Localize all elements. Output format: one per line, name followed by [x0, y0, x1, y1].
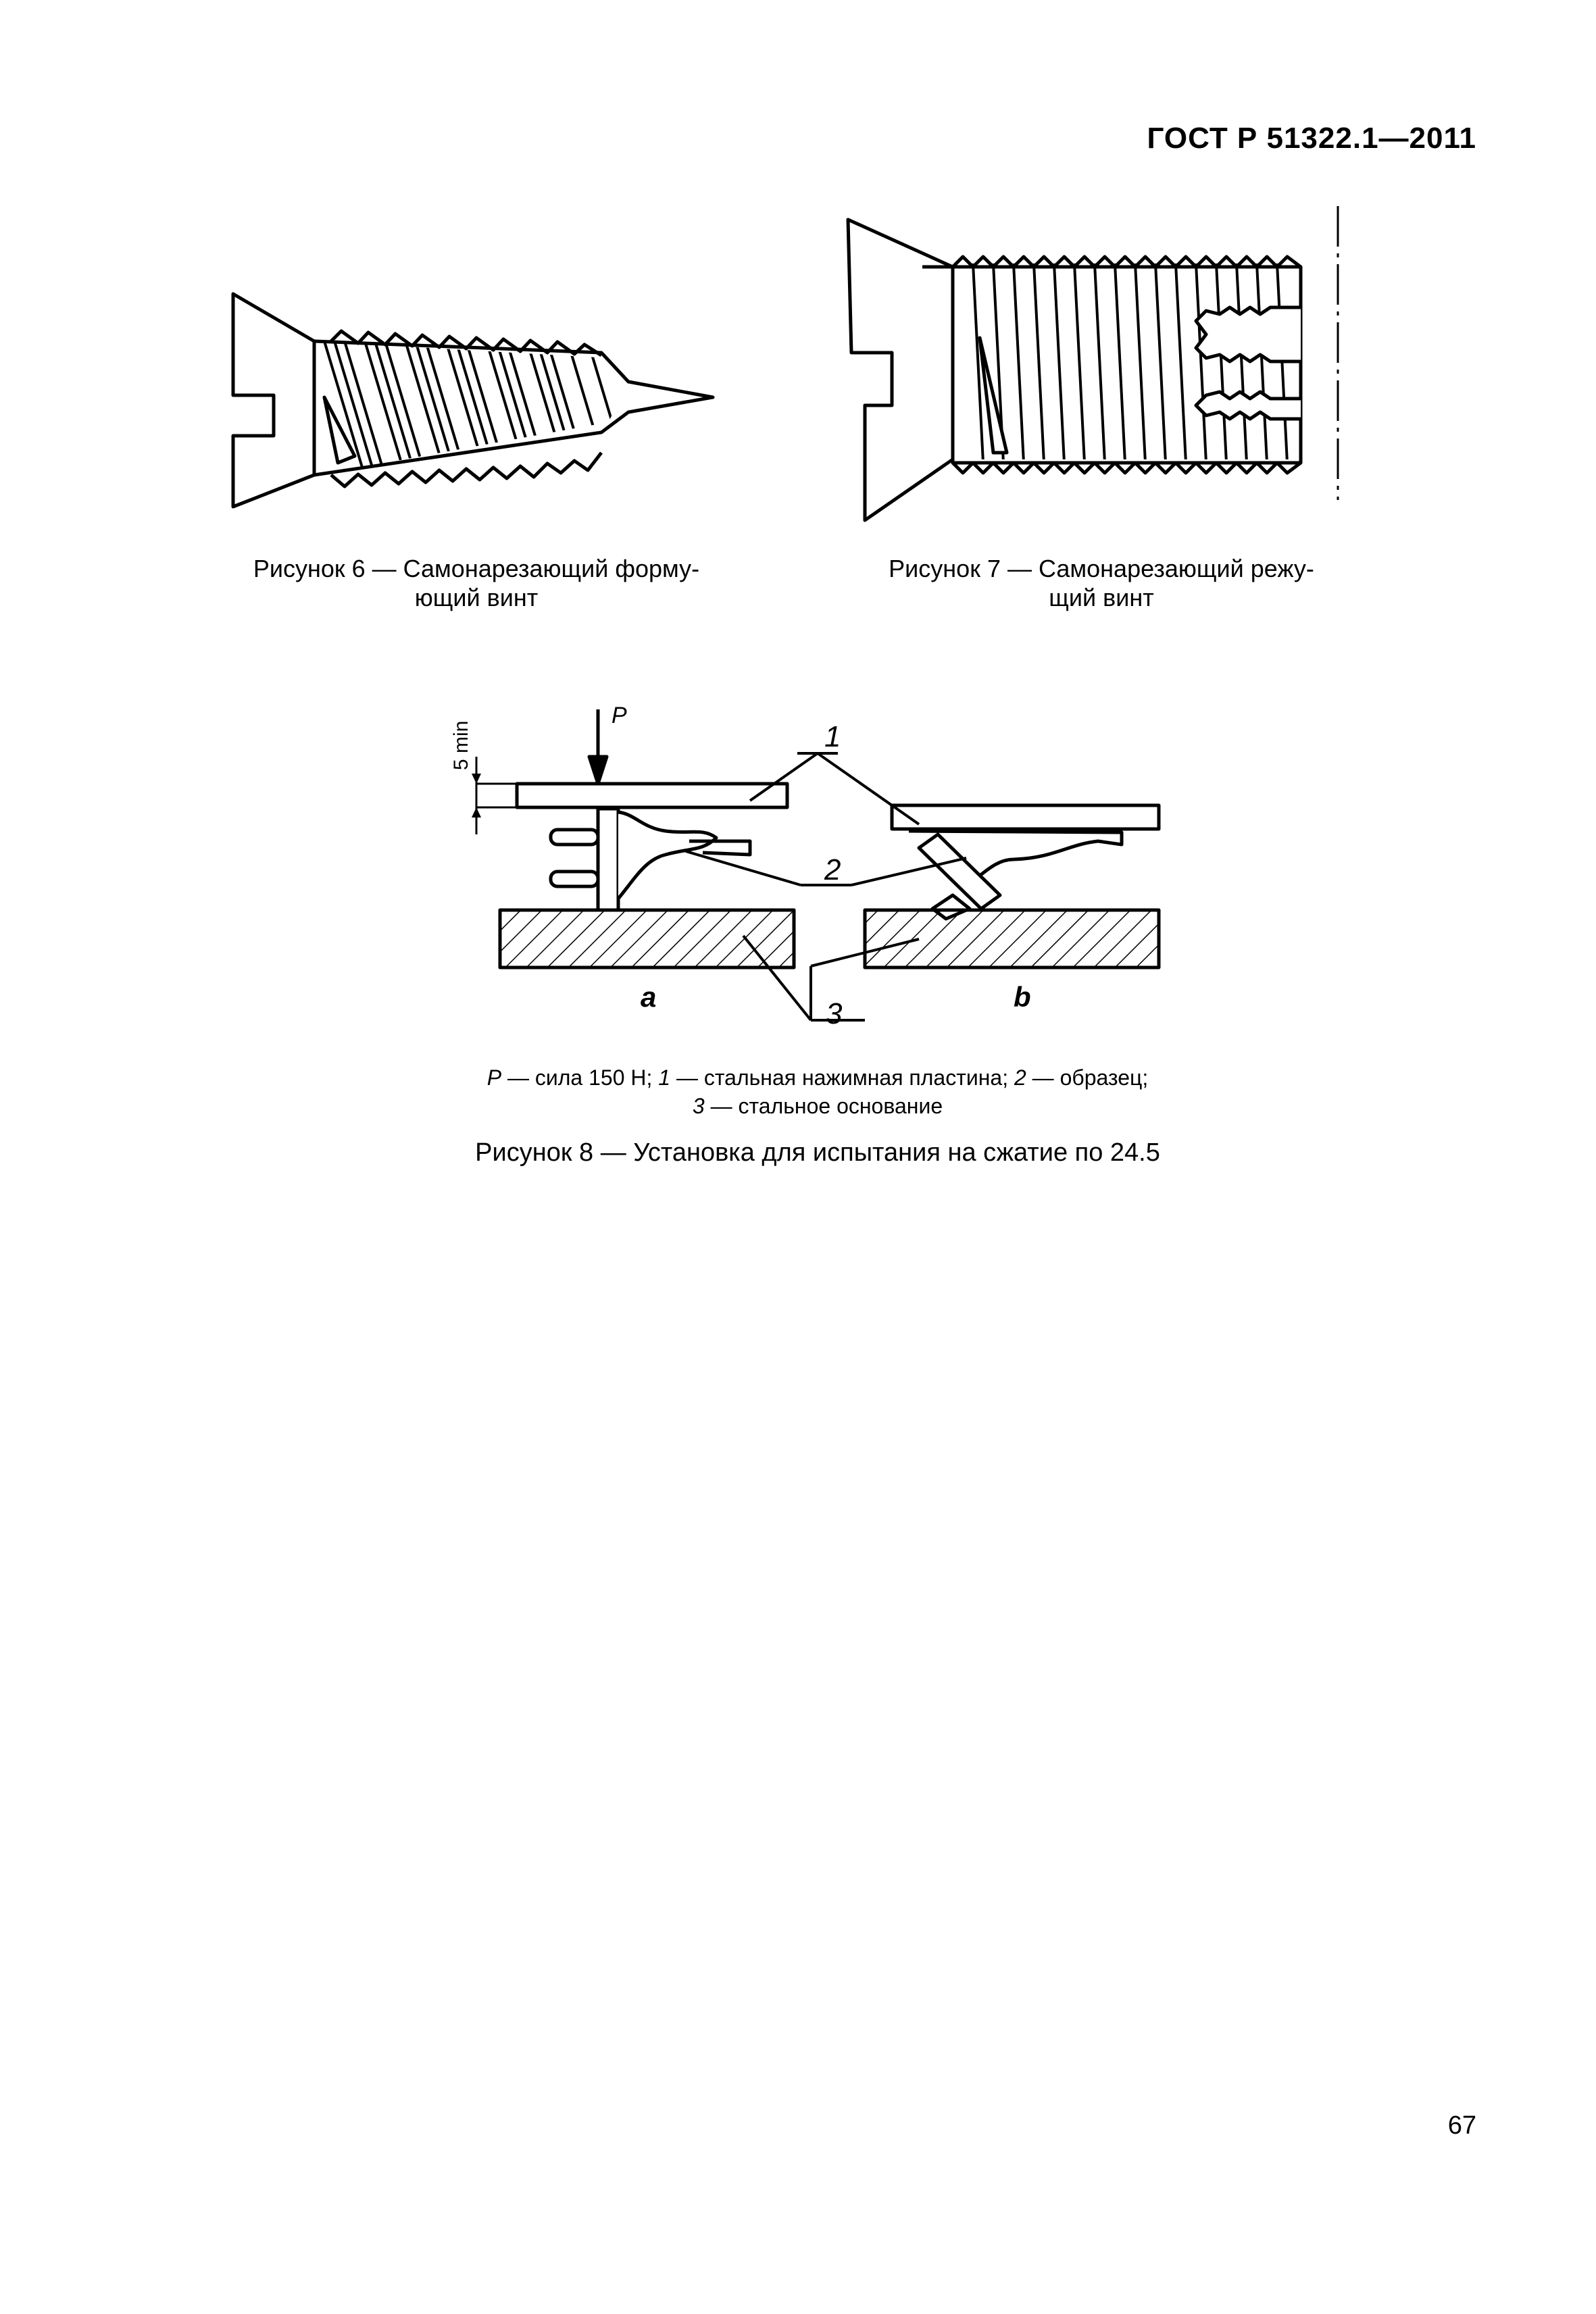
- label-a: a: [641, 981, 656, 1013]
- label-b: b: [1014, 981, 1031, 1013]
- figure-6-caption-line2: ющий винт: [414, 584, 539, 612]
- label-5min: 5 min: [450, 721, 472, 770]
- legend-line1: P — сила 150 Н; 1 — стальная нажимная пл…: [487, 1065, 1149, 1090]
- figure-8-legend: P — сила 150 Н; 1 — стальная нажимная пл…: [378, 1064, 1257, 1120]
- figure-6-caption: Рисунок 6 — Самонарезающий форму- ющий в…: [226, 554, 726, 612]
- figure-7-drawing: [846, 206, 1339, 522]
- figure-7-caption-line2: щий винт: [1049, 584, 1154, 612]
- figure-8-drawing: P 5 min 1 2 3 a b: [450, 703, 1161, 1030]
- figure-6-caption-line1: Рисунок 6 — Самонарезающий форму-: [253, 555, 700, 582]
- figure-8-caption: Рисунок 8 — Установка для испытания на с…: [475, 1138, 1160, 1167]
- figure-7-caption-line1: Рисунок 7 — Самонарезающий режу-: [889, 555, 1314, 582]
- figure-7-caption: Рисунок 7 — Самонарезающий режу- щий вин…: [865, 554, 1338, 612]
- label-3: 3: [826, 997, 843, 1030]
- label-1: 1: [824, 720, 841, 753]
- page-number: 67: [1447, 2111, 1476, 2140]
- figure-6-drawing: [231, 292, 715, 509]
- label-2: 2: [824, 853, 841, 886]
- document-header: ГОСТ Р 51322.1—2011: [1147, 122, 1476, 155]
- legend-line2: 3 — стальное основание: [692, 1093, 943, 1118]
- label-p: P: [612, 703, 627, 728]
